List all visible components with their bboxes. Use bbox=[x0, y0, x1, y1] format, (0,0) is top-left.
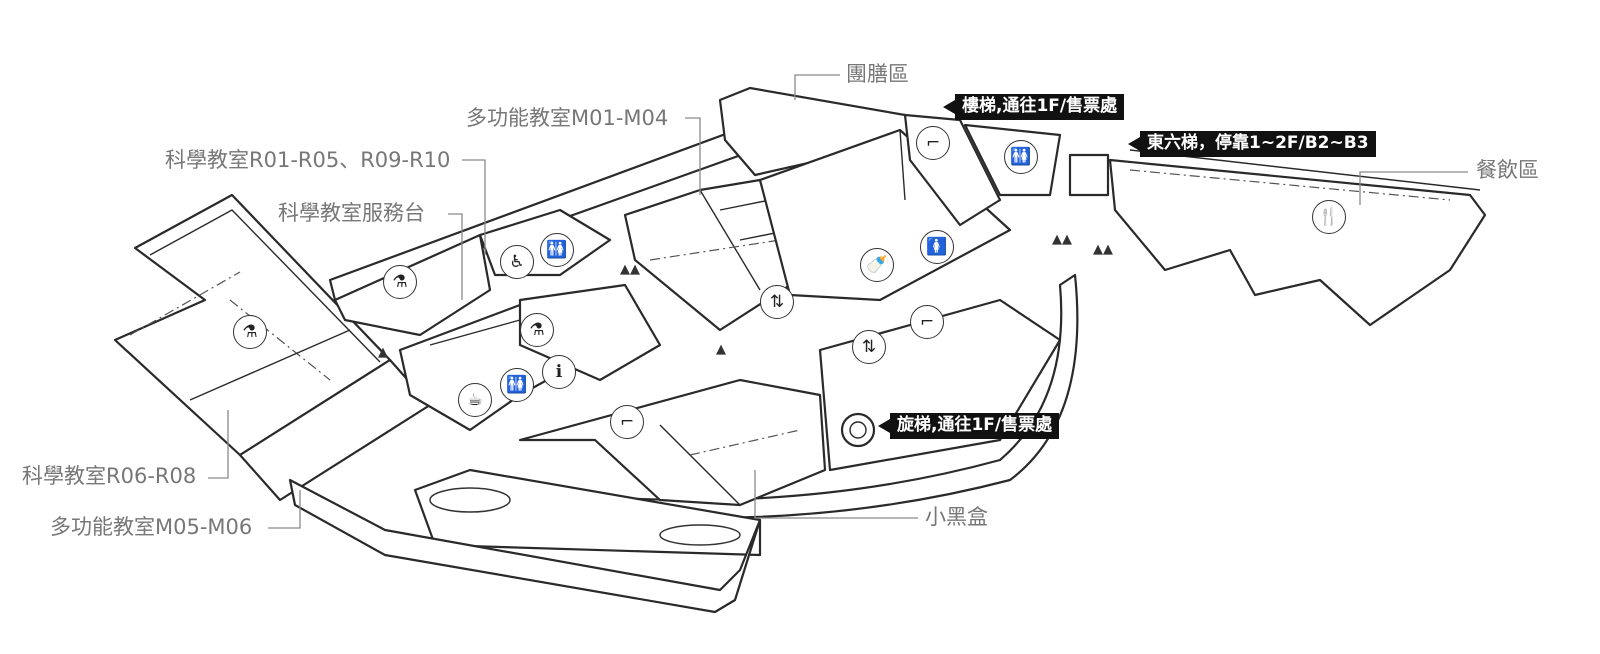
restroom-icon: 🚻 bbox=[1004, 140, 1038, 174]
label-multipurpose-m01-m04: 多功能教室M01-M04 bbox=[466, 106, 669, 130]
fork-spoon-icon: 🍴 bbox=[1312, 200, 1346, 234]
callout-stairs: 樓梯,通往1F/售票處 bbox=[943, 94, 1125, 120]
tree-icon: ▲▲ bbox=[1052, 232, 1072, 247]
label-science-r06-r08: 科學教室R06-R08 bbox=[22, 464, 197, 488]
south-wall bbox=[288, 478, 762, 614]
callout-spiral-stairs: 旋梯,通往1F/售票處 bbox=[878, 413, 1060, 439]
stairs-icon: ⌐ bbox=[910, 305, 944, 339]
tree-icon: ▲ bbox=[378, 345, 388, 360]
flask-icon: ⚗ bbox=[520, 313, 554, 347]
food-court-block bbox=[1108, 149, 1487, 327]
restroom-icon: 🚻 bbox=[540, 233, 574, 267]
stairs-icon: ⌐ bbox=[610, 405, 644, 439]
flask-icon: ⚗ bbox=[233, 315, 267, 349]
callout-pointer bbox=[1128, 136, 1140, 151]
label-black-box: 小黑盒 bbox=[925, 505, 988, 529]
label-dining-hall: 團膳區 bbox=[846, 62, 909, 86]
coffee-cup-icon: ☕ bbox=[458, 383, 492, 417]
flask-icon: ⚗ bbox=[383, 265, 417, 299]
leader-lines bbox=[208, 74, 1468, 529]
callout-east-elevator: 東六梯，停靠1~2F/B2~B3 bbox=[1128, 131, 1376, 157]
baby-bottle-icon: 🍼 bbox=[860, 248, 894, 282]
label-science-r01-r10: 科學教室R01-R05、R09-R10 bbox=[165, 148, 451, 172]
elevator-icon: ⇅ bbox=[852, 330, 886, 364]
callout-stairs-text: 樓梯,通往1F/售票處 bbox=[955, 94, 1125, 120]
callout-east-elevator-text: 東六梯，停靠1~2F/B2~B3 bbox=[1140, 131, 1376, 157]
restroom-icon: 🚻 bbox=[500, 368, 534, 402]
female-restroom-icon: 🚺 bbox=[920, 230, 954, 264]
callout-spiral-stairs-text: 旋梯,通往1F/售票處 bbox=[890, 413, 1060, 439]
tree-icon: ▲▲ bbox=[1093, 242, 1113, 257]
wheelchair-icon: ♿ bbox=[500, 245, 534, 279]
callout-pointer bbox=[878, 418, 890, 433]
label-science-service-desk: 科學教室服務台 bbox=[278, 201, 425, 225]
info-desk-icon: ℹ bbox=[542, 355, 576, 389]
callout-pointer bbox=[943, 99, 955, 114]
tree-icon: ▲▲ bbox=[620, 262, 640, 277]
elevator-icon: ⇅ bbox=[760, 285, 794, 319]
label-food-court: 餐飲區 bbox=[1476, 158, 1539, 182]
label-multipurpose-m05-m06: 多功能教室M05-M06 bbox=[50, 515, 253, 539]
stairs-icon: ⌐ bbox=[916, 126, 950, 160]
garden-planter bbox=[413, 468, 762, 557]
tree-icon: ▲ bbox=[716, 342, 726, 357]
